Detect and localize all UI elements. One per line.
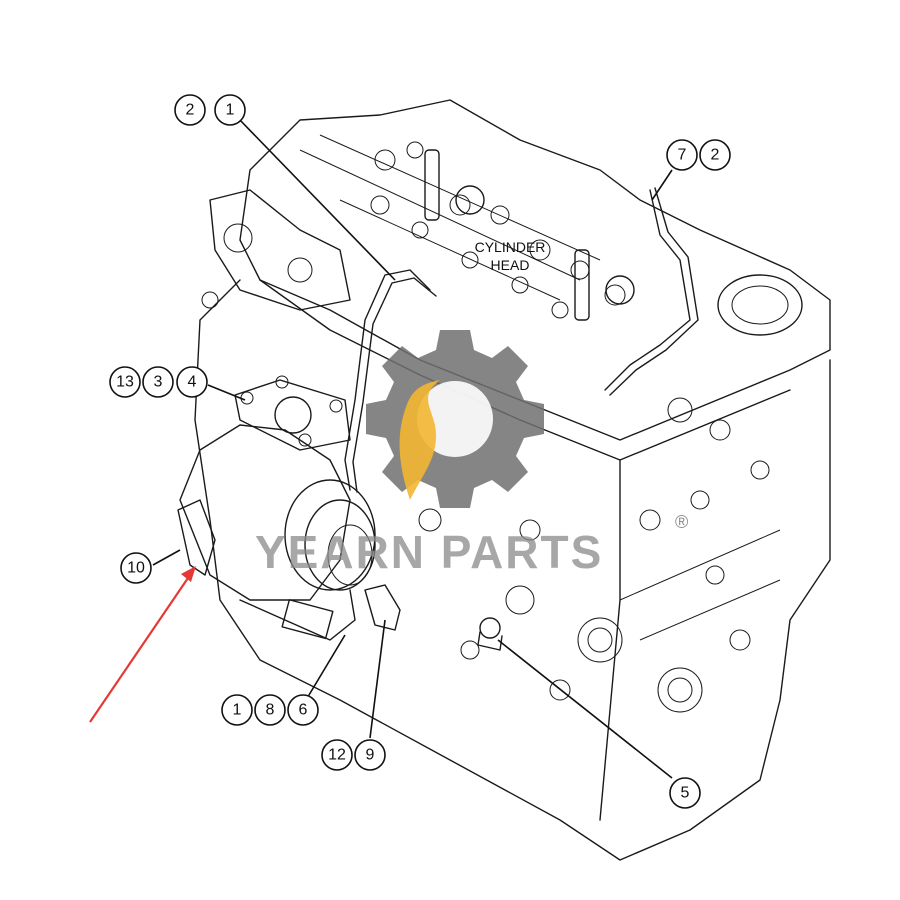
flame-icon (399, 380, 440, 500)
callout-9: 9 (366, 747, 375, 764)
callout-group-5: 5 (669, 777, 701, 809)
watermark: YEARN PARTS ® (255, 330, 688, 578)
callout-7: 7 (678, 147, 687, 164)
gear-logo-icon (366, 330, 544, 508)
callout-4: 4 (188, 374, 197, 391)
callout-10: 10 (127, 560, 145, 577)
callout-8: 8 (266, 702, 275, 719)
red-pointer-arrow (89, 566, 196, 723)
watermark-brand-text: YEARN PARTS (255, 526, 603, 578)
callout-group-10: 10 (120, 552, 152, 584)
callout-1: 1 (226, 102, 235, 119)
cylinder-head-label-line2: HEAD (491, 257, 530, 273)
registered-mark: ® (675, 512, 688, 532)
callout-group-13-3-4: 13 3 4 (109, 366, 208, 398)
callout-12: 12 (328, 747, 346, 764)
callout-2-b: 2 (711, 147, 720, 164)
callout-1-b: 1 (233, 702, 242, 719)
callout-13: 13 (116, 374, 134, 391)
callout-group-12-9: 12 9 (321, 739, 386, 771)
callout-2: 2 (186, 102, 195, 119)
engine-drawing (177, 99, 831, 861)
callout-group-2-1: 2 1 (174, 94, 246, 126)
callout-3: 3 (154, 374, 163, 391)
callout-group-1-8-6: 1 8 6 (221, 694, 319, 726)
cylinder-head-label-line1: CYLINDER (475, 239, 546, 255)
callout-5: 5 (681, 785, 690, 802)
leader-lines (152, 117, 673, 779)
turbocharger (177, 375, 401, 641)
callout-6: 6 (299, 702, 308, 719)
callout-group-7-2: 7 2 (666, 139, 731, 171)
